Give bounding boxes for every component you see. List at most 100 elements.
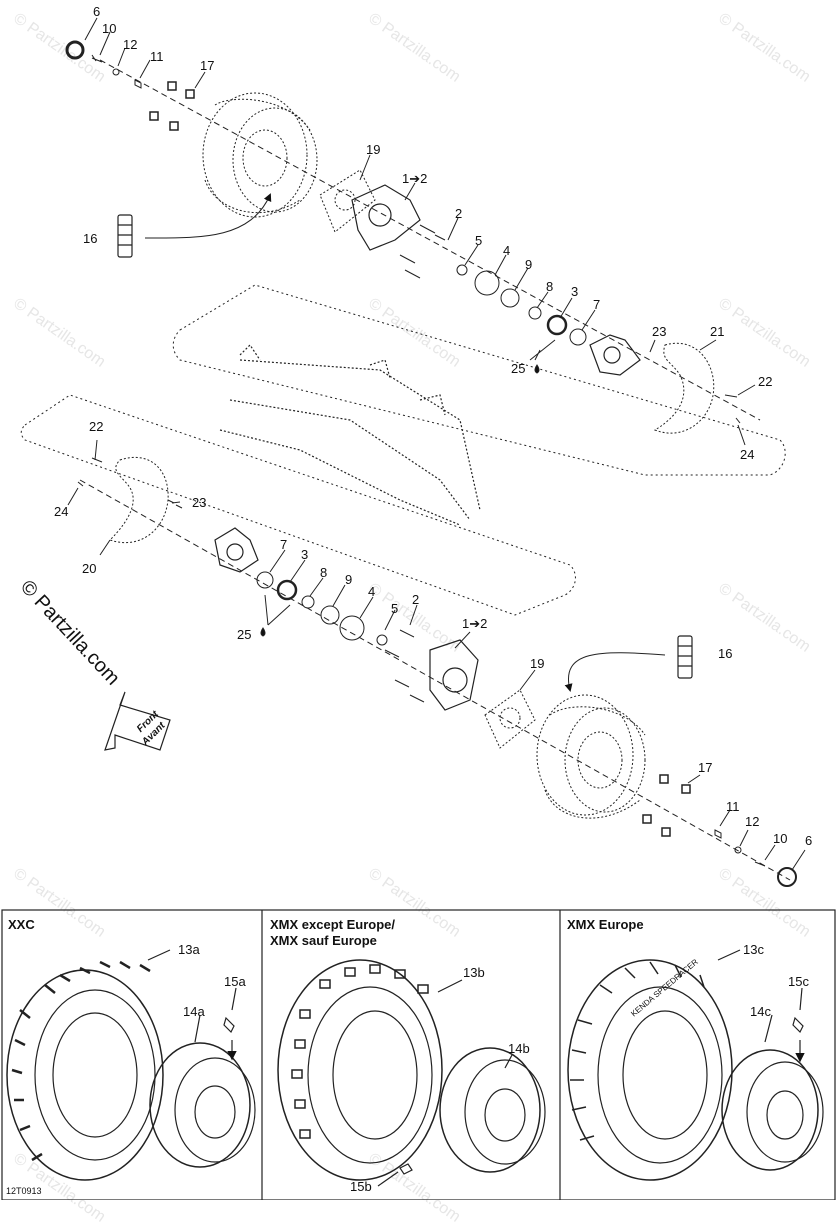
ring-9: [500, 288, 520, 308]
lower-group-outline: [20, 394, 576, 616]
steering-knuckle-upper: [351, 184, 421, 251]
callout-5-lower: 5: [391, 601, 399, 616]
bolts-23-lower: [167, 499, 183, 509]
leader-16-lower: [564, 652, 666, 692]
callout-24: 24: [740, 447, 755, 462]
seal-3: [546, 314, 568, 336]
bolt-10-lower: [754, 861, 766, 867]
callout-1-to-2: 1➔2: [402, 171, 428, 186]
callout-11-lower: 11: [726, 799, 740, 814]
bolt-24-lower: [77, 481, 84, 487]
hub-lower: [214, 527, 259, 573]
callout-17: 17: [200, 58, 215, 73]
callout-15a: 15a: [224, 974, 246, 989]
callout-17-lower: 17: [698, 760, 713, 775]
panel-frame: [1, 909, 836, 1200]
bolt-24: [735, 417, 741, 424]
callout-3-lower: 3: [301, 547, 309, 562]
callout-8: 8: [546, 279, 554, 294]
nut-11: [134, 79, 142, 89]
ring-7: [569, 328, 587, 346]
lug-nuts-17-lower: [642, 774, 691, 837]
callout-9: 9: [525, 257, 533, 272]
callout-14b: 14b: [508, 1041, 530, 1056]
seal-6-lower: [777, 867, 797, 887]
front-direction-arrow: [104, 691, 171, 751]
xxc-rim: [149, 1042, 256, 1168]
callout-2-lower: 2: [412, 592, 420, 607]
callout-16-lower: 16: [718, 646, 733, 661]
callout-20: 20: [82, 561, 97, 576]
callout-10-lower: 10: [773, 831, 788, 846]
bolt-22: [724, 394, 738, 398]
brake-disc-20: [109, 456, 169, 544]
seal-3-lower: [276, 579, 298, 601]
callout-24-lower: 24: [54, 504, 69, 519]
washer-12: [112, 68, 120, 76]
upper-group-outline: [172, 284, 786, 476]
callout-2: 2: [455, 206, 463, 221]
xmx-except-europe-valve: [399, 1163, 413, 1175]
xmx-europe-rim: [721, 1049, 824, 1171]
ring-8-lower: [301, 595, 315, 609]
ring-9-lower: [320, 605, 340, 625]
callout-8-lower: 8: [320, 565, 328, 580]
callout-13b: 13b: [463, 965, 485, 980]
callout-9-lower: 9: [345, 572, 353, 587]
callout-4: 4: [503, 243, 511, 258]
ring-7-lower: [256, 571, 274, 589]
bearing-4: [474, 270, 500, 296]
bolt-22-lower: [91, 457, 103, 463]
oil-drop-25-lower: [260, 627, 266, 637]
callout-3: 3: [571, 284, 579, 299]
wheel-weights-16-lower: [677, 635, 693, 679]
lug-nuts-17: [149, 81, 195, 131]
washer-5: [456, 264, 468, 276]
xmx-europe-tire: [567, 959, 733, 1181]
callout-15b: 15b: [350, 1179, 372, 1194]
panel-title-xxc: XXC: [8, 917, 35, 932]
steering-knuckle-lower: [429, 639, 479, 711]
oil-drop-25-upper: [534, 364, 540, 374]
panel-title-xmx-except-europe: XMX except Europe/: [270, 917, 395, 932]
wheel-weights-16: [117, 214, 133, 258]
exploded-parts-diagram: [1, 17, 836, 1200]
gasket-19: [319, 169, 376, 233]
bolts-2: [399, 224, 446, 279]
callout-22-lower: 22: [89, 419, 104, 434]
callout-13c: 13c: [743, 942, 764, 957]
callout-12: 12: [123, 37, 138, 52]
suspension-a-arms: [219, 344, 481, 526]
axis-line-upper: [99, 59, 761, 421]
upper-wheel-rim: [202, 92, 318, 218]
brake-disc-21: [653, 342, 715, 434]
washer-12-lower: [734, 846, 742, 854]
xmx-europe-valve: [792, 1016, 804, 1034]
callout-19: 19: [366, 142, 381, 157]
bolt-10: [91, 54, 103, 63]
xxc-valve: [223, 1016, 235, 1034]
callout-6: 6: [93, 4, 101, 19]
callout-16: 16: [83, 231, 98, 246]
panel-title-xmx-sauf-europe: XMX sauf Europe: [270, 933, 377, 948]
seal-6: [65, 40, 85, 60]
ring-8: [528, 306, 542, 320]
lower-wheel-rim: [536, 694, 646, 819]
leader-16-upper: [144, 193, 272, 239]
callout-23: 23: [652, 324, 667, 339]
callout-23-lower: 23: [192, 495, 207, 510]
callout-4-lower: 4: [368, 584, 376, 599]
xmx-except-europe-tire: [277, 959, 443, 1181]
bolts-2-lower: [384, 629, 425, 703]
diagram-code: 12T0913: [6, 1186, 42, 1196]
panel-title-xmx-europe: XMX Europe: [567, 917, 644, 932]
callout-25-lower: 25: [237, 627, 252, 642]
xmx-except-europe-rim: [439, 1047, 546, 1173]
callout-7-lower: 7: [280, 537, 288, 552]
callout-7: 7: [593, 297, 601, 312]
callout-15c: 15c: [788, 974, 809, 989]
gasket-19-lower: [484, 689, 536, 749]
callout-11: 11: [150, 49, 164, 64]
callout-14c: 14c: [750, 1004, 771, 1019]
washer-5-lower: [376, 634, 388, 646]
